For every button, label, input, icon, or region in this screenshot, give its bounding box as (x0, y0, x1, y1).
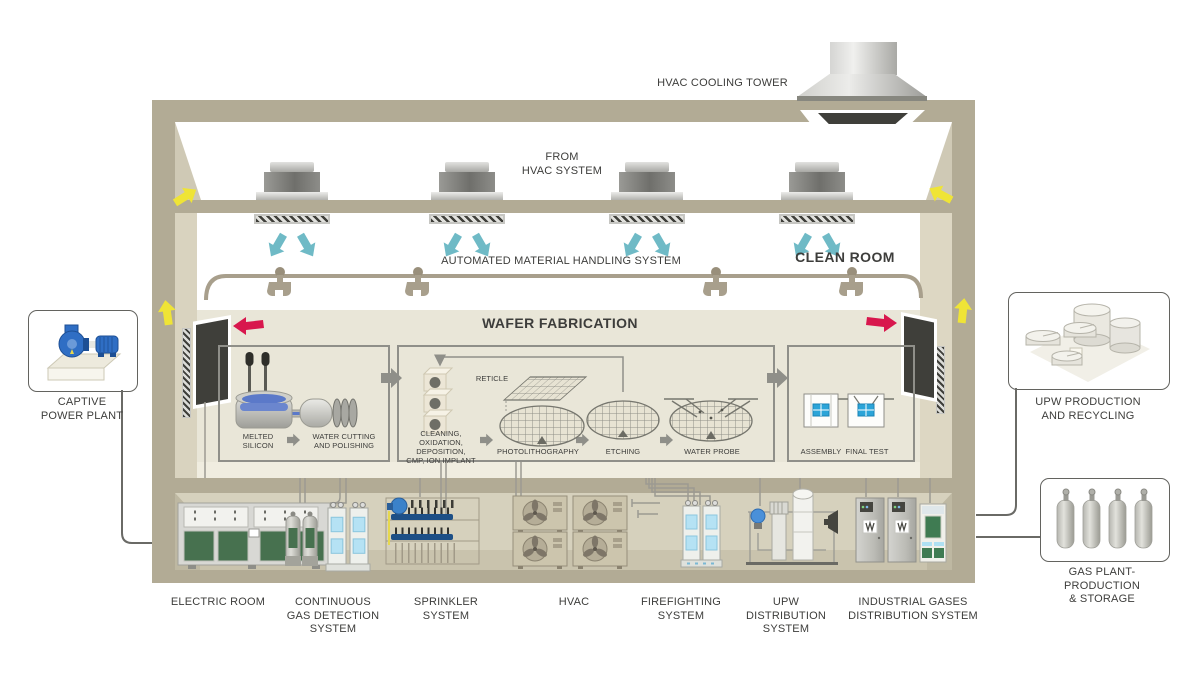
electric-room-label: ELECTRIC ROOM (170, 596, 266, 608)
from-hvac-label: FROM HVAC SYSTEM (521, 151, 603, 177)
process-box-frontend (397, 345, 775, 462)
cooling-tower-label: HVAC COOLING TOWER (657, 77, 788, 89)
clean-room-label: CLEAN ROOM (795, 249, 895, 265)
cooling-tower-hood (797, 74, 927, 97)
industrial-gases-label: INDUSTRIAL GASES DISTRIBUTION SYSTEM (848, 596, 978, 622)
gas-bottles-icon (1056, 488, 1153, 549)
cooling-tower-stack (830, 42, 897, 75)
amhs-carrier-icon (405, 267, 429, 296)
power-plant-icon (46, 324, 122, 381)
assembly-label: ASSEMBLY (800, 447, 842, 456)
cleaning-label: CLEANING, OXIDATION, DEPOSITION, CMP, IO… (406, 429, 476, 465)
gas-cabinet-icon (855, 497, 947, 563)
rework-loop-line (434, 354, 624, 392)
hvac-diffuser-icon (795, 162, 839, 172)
photolithography-label: PHOTOLITHOGRAPHY (497, 447, 579, 456)
hvac-diffuser-base (781, 192, 853, 200)
ceiling-grille-icon (254, 214, 330, 224)
return-damper-panel (904, 316, 934, 398)
silicon-ingot-icon (299, 398, 358, 428)
hvac-diffuser-icon (270, 162, 314, 172)
hvac-diffuser-icon (445, 162, 489, 172)
final-test-label: FINAL TEST (845, 447, 889, 456)
amhs-carrier-icon (267, 267, 291, 296)
hvac-diffuser-base (431, 192, 503, 200)
hvac-diffuser-base (256, 192, 328, 200)
reticle-icon (502, 376, 588, 401)
return-damper-left (193, 315, 231, 409)
ceiling-grille-icon (429, 214, 505, 224)
amhs-carrier-icon (703, 267, 727, 296)
chamber-stack-icon (422, 367, 454, 434)
sprinkler-icon (385, 497, 480, 565)
ceiling-grille-icon (609, 214, 685, 224)
firefighting-label: FIREFIGHTING SYSTEM (640, 596, 721, 622)
hvac-fan-icon (512, 495, 628, 570)
hvac-label: HVAC (558, 596, 590, 608)
upw-skid-icon (746, 488, 838, 565)
ceiling-grille-icon (779, 214, 855, 224)
captive-power-label: CAPTIVE POWER PLANT (40, 396, 124, 422)
etching-label: ETCHING (605, 447, 641, 456)
wafer-fab-floor-strip (197, 462, 920, 478)
utility-pipes (204, 402, 931, 520)
wafer-fabrication-label: WAFER FABRICATION (482, 315, 638, 331)
return-damper-panel (196, 319, 228, 405)
building-roof (152, 100, 975, 122)
amhs-rail-icon (204, 267, 923, 301)
sprinkler-label: SPRINKLER SYSTEM (413, 596, 479, 622)
melted-silicon-label: MELTED SILICON (242, 432, 274, 450)
gas-detection-cylinder-icon (285, 511, 318, 566)
hvac-diffuser-drum (789, 172, 845, 192)
final-test-icon (838, 393, 894, 428)
amhs-label: AUTOMATED MATERIAL HANDLING SYSTEM (441, 255, 681, 267)
upw-production-label: UPW PRODUCTION AND RECYCLING (1035, 396, 1141, 422)
gas-plant-label: GAS PLANT- PRODUCTION & STORAGE (1064, 566, 1140, 605)
wafer-icon-etching (586, 400, 660, 440)
reticle-label: RETICLE (475, 374, 509, 383)
clean-room-ceiling (175, 200, 952, 213)
upw-tanks-icon (1025, 303, 1150, 382)
upw-distribution-label: UPW DISTRIBUTION SYSTEM (745, 596, 826, 635)
return-damper-right (901, 312, 937, 402)
building-wall-left (152, 100, 175, 583)
gas-detection-cabinet-icon (325, 501, 371, 572)
gas-detection-label: CONTINUOUS GAS DETECTION SYSTEM (286, 596, 380, 635)
process-box-backend (787, 345, 915, 462)
cooling-tower-base (797, 96, 927, 101)
wall-return-grille-left (182, 328, 191, 418)
wafer-icon-photolithography (499, 405, 585, 447)
amhs-carrier-icon (839, 267, 863, 296)
building-foundation (152, 570, 975, 583)
fab-slab (175, 478, 952, 493)
connector-lines (121, 388, 1040, 544)
clean-room-interior (175, 213, 952, 310)
assembly-package-icon (803, 393, 839, 428)
hvac-diffuser-drum (619, 172, 675, 192)
hvac-diffuser-drum (439, 172, 495, 192)
hvac-diffuser-icon (625, 162, 669, 172)
hvac-diffuser-base (611, 192, 683, 200)
water-cutting-label: WATER CUTTING AND POLISHING (312, 432, 376, 450)
roof-vent-slot (818, 113, 908, 124)
building-wall-right (952, 100, 975, 583)
firefighting-cabinet-icon (680, 500, 723, 568)
hvac-diffuser-drum (264, 172, 320, 192)
wafer-icon-probe (664, 398, 758, 442)
process-box-crystal (218, 345, 390, 462)
water-probe-label: WATER PROBE (684, 447, 740, 456)
